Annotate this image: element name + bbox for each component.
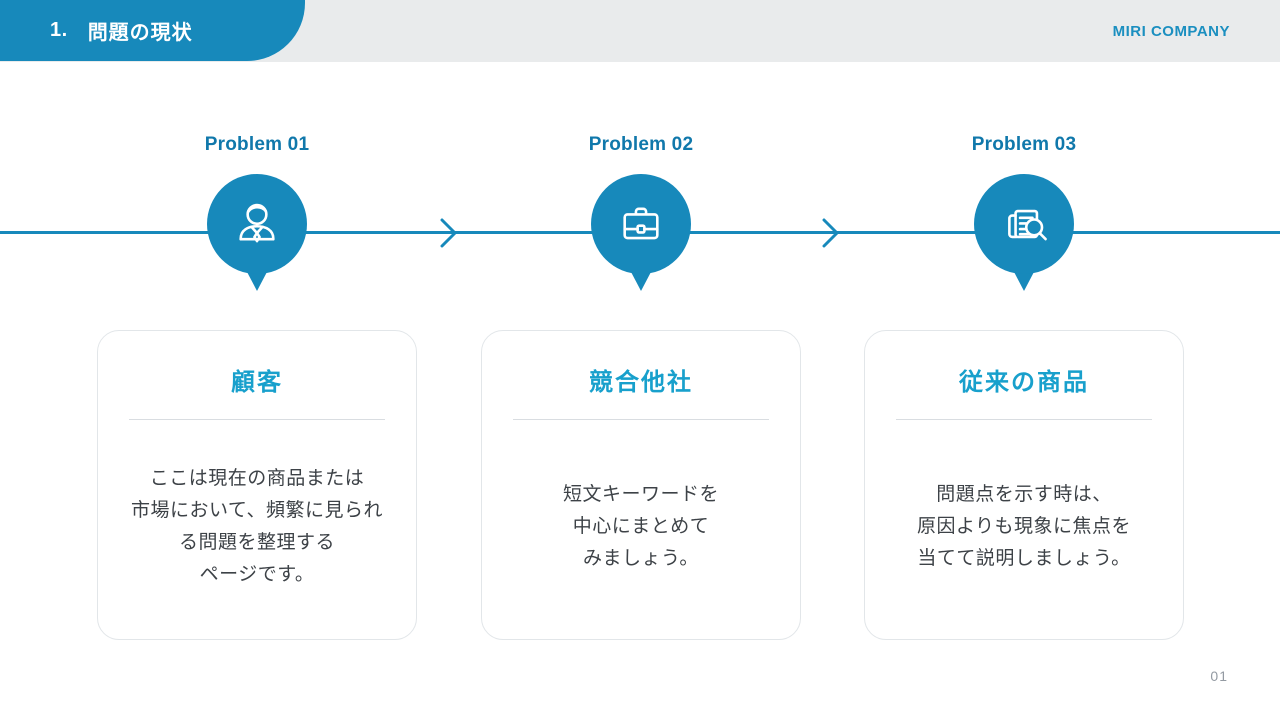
card-divider (896, 419, 1152, 420)
problem-bubble-3 (974, 174, 1074, 274)
section-number: 1. (50, 19, 68, 41)
problem-bubble-1 (207, 174, 307, 274)
problem-bubble-2 (591, 174, 691, 274)
arrow-right-icon (822, 218, 839, 248)
card-divider (129, 419, 385, 420)
card-title-1: 顧客 (231, 369, 283, 396)
card-title-2: 競合他社 (589, 369, 693, 396)
problem-group-2: Problem 02 (481, 134, 801, 298)
problem-group-3: Problem 03 (864, 134, 1184, 298)
arrow-right-icon (440, 218, 457, 248)
problem-card-1: 顧客 ここは現在の商品または 市場において、頻繁に見られ る問題を整理する ペー… (97, 330, 417, 640)
card-body-3: 問題点を示す時は、 原因よりも現象に焦点を 当てて説明しましょう。 (916, 483, 1132, 569)
problem-group-1: Problem 01 (97, 134, 417, 298)
company-name: MIRI COMPANY (1112, 22, 1230, 40)
problem-card-2: 競合他社 短文キーワードを 中心にまとめて みましょう。 (481, 330, 801, 640)
bubble-tail (246, 270, 268, 291)
bubble-tail (1013, 270, 1035, 291)
card-title-3: 従来の商品 (959, 369, 1089, 396)
section-title: 問題の現状 (87, 22, 193, 44)
card-divider (513, 419, 769, 420)
problem-label-1: Problem 01 (204, 134, 310, 155)
page-number: 01 (1210, 668, 1228, 684)
news-magnifier-icon (1008, 209, 1047, 241)
briefcase-icon (623, 207, 659, 240)
card-body-2: 短文キーワードを 中心にまとめて みましょう。 (562, 483, 719, 569)
businessperson-icon (239, 203, 275, 243)
card-body-1: ここは現在の商品または 市場において、頻繁に見られ る問題を整理する ページです… (131, 467, 383, 585)
problem-card-3: 従来の商品 問題点を示す時は、 原因よりも現象に焦点を 当てて説明しましょう。 (864, 330, 1184, 640)
problem-label-3: Problem 03 (971, 134, 1077, 155)
section-ribbon: 1. 問題の現状 (0, 0, 305, 61)
problem-label-2: Problem 02 (588, 134, 694, 155)
bubble-tail (630, 270, 652, 291)
